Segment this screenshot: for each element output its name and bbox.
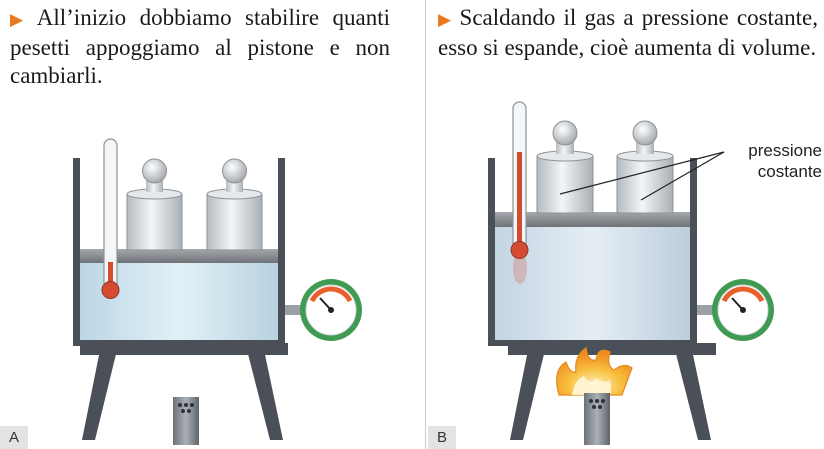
panel-divider xyxy=(425,0,426,449)
annotation-line-1: pressione xyxy=(748,141,822,160)
leg-icon xyxy=(82,350,117,440)
weight-icon xyxy=(536,120,594,214)
panel-label-b: B xyxy=(428,426,456,449)
apparatus-b xyxy=(488,101,774,445)
gas-volume xyxy=(495,226,690,343)
cylinder-wall xyxy=(278,158,285,346)
weight-icon xyxy=(126,158,183,251)
panel-label-a: A xyxy=(0,426,28,449)
caption-a-text: All’inizio dobbiamo stabilire quanti pes… xyxy=(10,5,390,88)
pressure-gauge-icon xyxy=(697,279,774,341)
annotation-line-2: costante xyxy=(757,162,822,181)
cylinder-wall xyxy=(488,158,495,346)
leg-icon xyxy=(510,350,545,440)
bullet-triangle-icon: ▶ xyxy=(438,10,454,29)
cylinder-wall xyxy=(690,158,697,346)
piston xyxy=(80,249,278,263)
burner-icon xyxy=(584,393,610,445)
caption-b-text: Scaldando il gas a pressione costante, e… xyxy=(438,5,818,60)
pressure-gauge-icon xyxy=(285,279,362,341)
cylinder-wall xyxy=(73,158,80,346)
piston xyxy=(495,212,690,227)
burner-icon xyxy=(173,397,199,445)
flame-icon xyxy=(556,346,633,396)
caption-b: ▶Scaldando il gas a pressione costante, … xyxy=(438,4,818,62)
apparatus-a xyxy=(73,138,362,445)
weight-icon xyxy=(206,158,263,251)
caption-a: ▶All’inizio dobbiamo stabilire quanti pe… xyxy=(10,4,390,90)
pressure-annotation: pressione costante xyxy=(726,140,822,182)
annotation-pointer xyxy=(559,151,725,195)
leg-icon xyxy=(247,350,283,440)
annotation-pointer xyxy=(640,151,725,201)
bullet-triangle-icon: ▶ xyxy=(10,10,31,29)
weight-icon xyxy=(616,120,674,214)
leg-icon xyxy=(675,350,711,440)
thermometer-icon xyxy=(510,101,529,284)
thermometer-icon xyxy=(101,138,120,299)
